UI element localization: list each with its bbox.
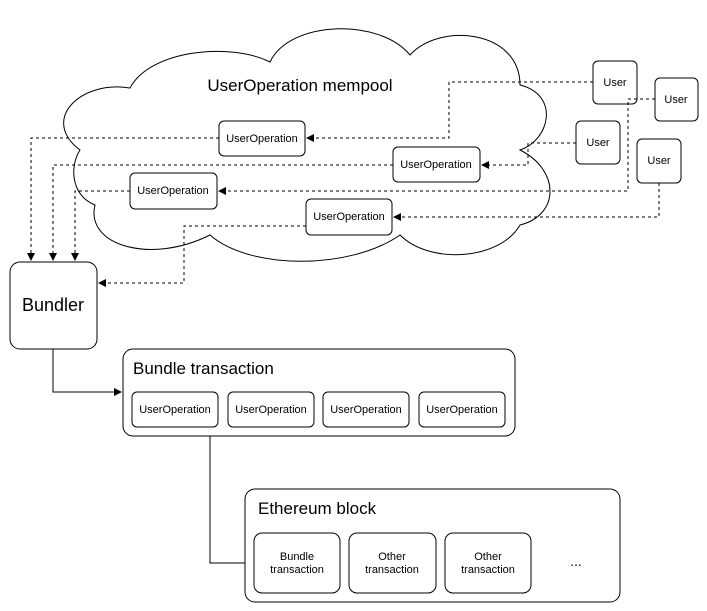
mempool-userop-1: UserOperation <box>218 120 306 157</box>
userop-label: UserOperation <box>137 185 209 197</box>
bundle-userop-1: UserOperation <box>131 391 219 428</box>
userop-to-bundler-arrow <box>49 164 393 261</box>
bundler-to-bundle-arrow <box>52 349 122 396</box>
user-label: User <box>664 94 688 106</box>
user-to-userop-arrow <box>481 142 576 169</box>
ethereum-block-title: Ethereum block <box>258 499 377 518</box>
userop-to-bundler-arrow <box>98 225 306 287</box>
userop-label: UserOperation <box>426 404 498 416</box>
user-to-userop-arrow <box>218 98 655 195</box>
bundle-transaction-title: Bundle transaction <box>133 359 274 378</box>
mempool-userop-3: UserOperation <box>129 172 218 210</box>
mempool-userop-2: UserOperation <box>392 146 481 183</box>
block-item-other-transaction: Other transaction <box>444 532 532 594</box>
user-to-userop-arrow <box>393 183 660 221</box>
bundler-label: Bundler <box>22 295 84 315</box>
userop-label: UserOperation <box>313 211 385 223</box>
userop-label: UserOperation <box>226 133 298 145</box>
userop-label: UserOperation <box>400 159 472 171</box>
block-item-label-line1: Other <box>474 551 502 563</box>
block-item-label-line1: Other <box>378 551 406 563</box>
userop-to-bundler-arrow <box>27 137 219 261</box>
user-box-4: User <box>636 138 682 184</box>
bundle-userop-4: UserOperation <box>418 391 506 428</box>
user-to-userop-arrow <box>306 81 593 142</box>
block-item-label-line1: Bundle <box>280 551 314 563</box>
block-item-other-transaction: Other transaction <box>348 532 437 594</box>
user-label: User <box>603 77 627 89</box>
user-box-3: User <box>575 120 621 165</box>
block-item-label-line2: transaction <box>270 564 324 576</box>
mempool-userop-4: UserOperation <box>305 198 393 236</box>
block-item-label-line2: transaction <box>461 564 515 576</box>
bundle-userop-3: UserOperation <box>322 391 410 428</box>
user-box-1: User <box>592 60 638 105</box>
user-box-2: User <box>654 77 699 122</box>
userop-label: UserOperation <box>330 404 402 416</box>
block-ellipsis: ... <box>570 553 582 569</box>
userop-label: UserOperation <box>139 404 211 416</box>
user-label: User <box>586 137 610 149</box>
block-item-label-line2: transaction <box>365 564 419 576</box>
userop-label: UserOperation <box>235 404 307 416</box>
user-label: User <box>647 155 671 167</box>
bundle-transaction-box: Bundle transaction <box>122 348 516 437</box>
mempool-title: UserOperation mempool <box>207 76 392 95</box>
block-item-bundle-transaction: Bundle transaction <box>253 532 341 594</box>
bundle-to-block-arrow <box>209 436 253 567</box>
bundler-box: Bundler <box>9 261 98 350</box>
bundle-userop-2: UserOperation <box>227 391 315 428</box>
userop-to-bundler-arrow <box>71 190 130 261</box>
